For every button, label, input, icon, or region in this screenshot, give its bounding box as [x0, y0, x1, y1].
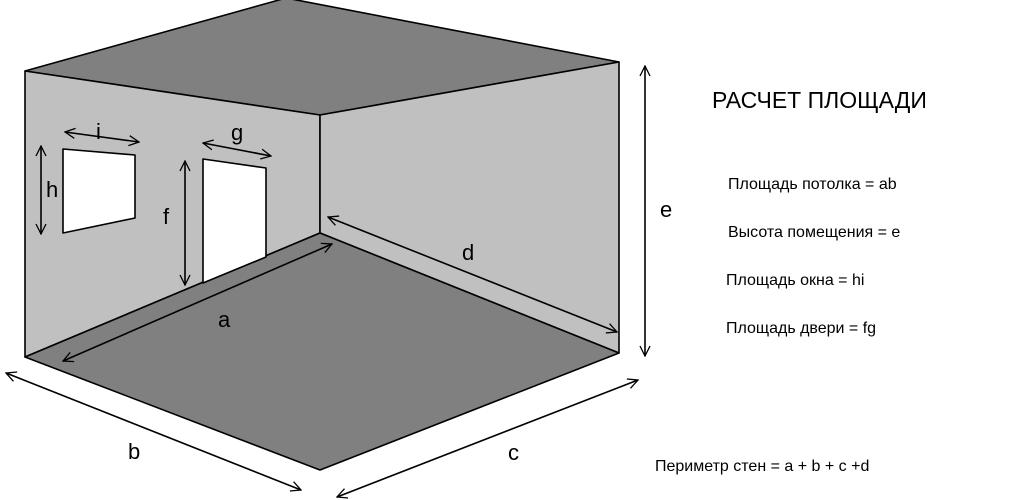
formula-ceiling: Площадь потолка = ab [728, 176, 897, 193]
formula-height: Высота помещения = e [728, 224, 900, 241]
formula-perimeter: Периметр стен = a + b + c +d [655, 458, 869, 475]
formula-door: Площадь двери = fg [726, 320, 876, 337]
arrow-i [65, 132, 139, 142]
label-b: b [128, 439, 140, 464]
label-h: h [46, 177, 58, 202]
arrow-a [63, 244, 332, 361]
dimension-arrows [6, 66, 645, 497]
arrow-c [337, 380, 638, 497]
label-c: c [508, 440, 519, 465]
page-title: РАСЧЕТ ПЛОЩАДИ [712, 87, 927, 113]
arrow-g [203, 143, 271, 156]
label-e: e [660, 197, 672, 222]
label-f: f [163, 204, 170, 229]
arrow-d [328, 217, 617, 332]
window [62, 148, 136, 234]
formula-window: Площадь окна = hi [726, 272, 864, 289]
label-a: a [218, 307, 231, 332]
label-i: i [96, 119, 101, 144]
label-g: g [231, 120, 243, 145]
label-d: d [462, 240, 474, 265]
arrow-b [6, 373, 301, 490]
